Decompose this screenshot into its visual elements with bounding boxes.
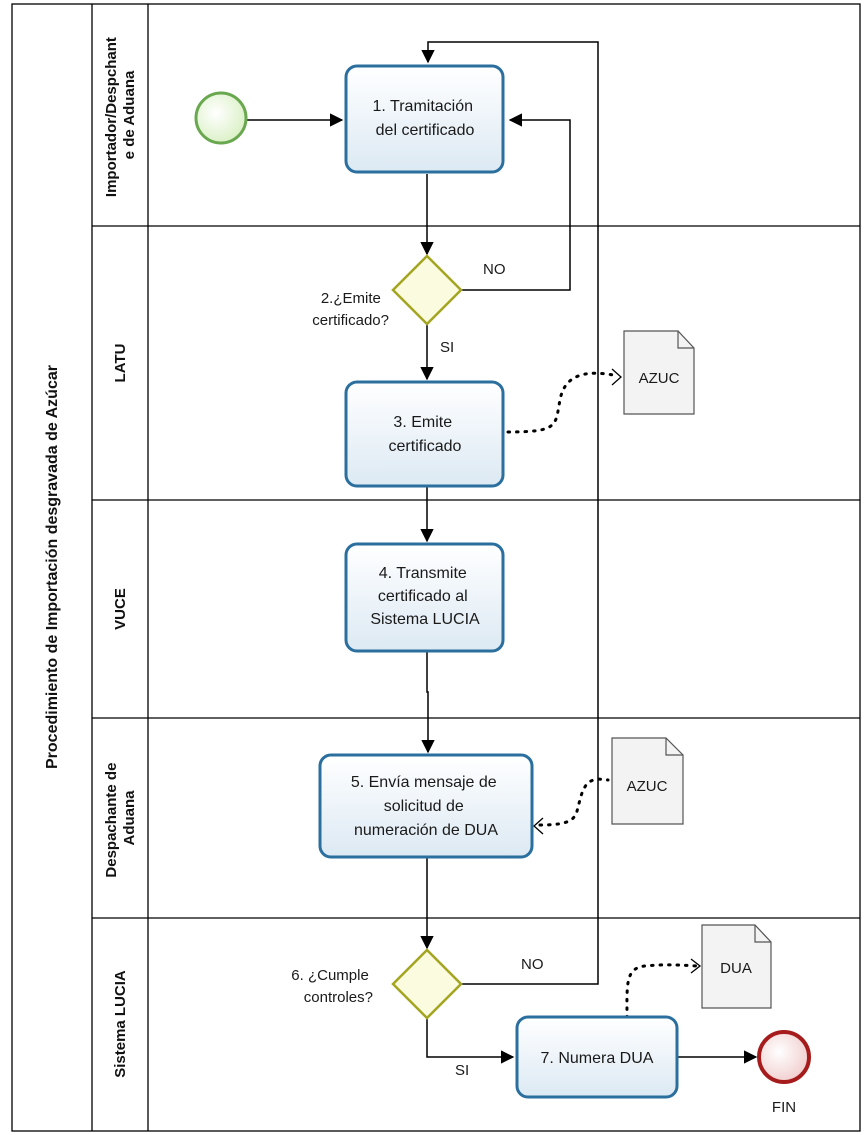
end-event [757, 1030, 811, 1084]
task-7-line-1: 7. Numera DUA [541, 1050, 654, 1067]
task-5-line-3: numeración de DUA [354, 822, 498, 839]
task-4-line-2: certificado al [378, 588, 468, 605]
document-azuc-1-label: AZUC [639, 370, 680, 387]
gateway-2-line-2: certificado? [312, 312, 389, 329]
edge-label-g2-no: NO [483, 261, 506, 278]
end-event-label: FIN [772, 1099, 796, 1116]
flows [246, 41, 758, 1064]
gateway-6-line-1: 6. ¿Cumple [291, 967, 369, 984]
association-arrowhead-dua [690, 958, 702, 974]
lane-label-despachante: Despachante de Aduana [103, 758, 138, 877]
task-3: 3. Emite certificado [344, 380, 505, 488]
task-1-line-2: del certificado [376, 122, 475, 139]
gateway-6: 6. ¿Cumple controles? [291, 948, 463, 1020]
edge-label-g6-no: NO [521, 956, 544, 973]
svg-text:2.¿Emite certificado?: 2.¿Emite certificado? [312, 290, 389, 329]
flow-gateway2-no-to-task1 [461, 113, 571, 291]
task-3-line-1: 3. Emite [393, 414, 452, 431]
task-1: 1. Tramitación del certificado [344, 64, 505, 174]
lane-label-vuce: VUCE [112, 588, 129, 630]
flow-gateway6-no-to-task1 [421, 41, 599, 985]
task-7: 7. Numera DUA [515, 1015, 679, 1099]
svg-text:4. Transmite certificado: 4. Transmite certificado al Sistema LUCI… [370, 565, 480, 628]
edge-label-g6-si: SI [455, 1062, 469, 1079]
task-5: 5. Envía mensaje de solicitud de numerac… [318, 753, 534, 859]
document-azuc-2-label: AZUC [627, 778, 668, 795]
gateway-2: 2.¿Emite certificado? [312, 254, 463, 329]
svg-text:5. Envía mensaje de soli: 5. Envía mensaje de solicitud de numerac… [351, 774, 501, 839]
task-3-line-2: certificado [389, 438, 462, 455]
edge-label-g2-si: SI [440, 339, 454, 356]
task-4: 4. Transmite certificado al Sistema LUCI… [344, 542, 505, 653]
lane-label-lucia: Sistema LUCIA [112, 970, 129, 1078]
document-dua: DUA [701, 924, 772, 1009]
association-task7-to-dua-doc [625, 963, 699, 1020]
task-5-line-1: 5. Envía mensaje de [351, 774, 497, 791]
flow-task4-to-task5 [421, 652, 435, 754]
document-azuc-2: AZUC [611, 737, 684, 825]
pool-title: Procedimiento de Importación desgravada … [44, 365, 61, 769]
task-4-line-3: Sistema LUCIA [370, 611, 480, 628]
svg-text:6. ¿Cumple controles?: 6. ¿Cumple controles? [291, 967, 373, 1006]
lane-label-importador: Importador/Despchant e de Aduana [103, 33, 138, 197]
task-5-line-2: solicitud de [384, 798, 464, 815]
lane-label-latu: LATU [112, 344, 129, 383]
task-1-line-1: 1. Tramitación [373, 98, 473, 115]
task-4-line-1: 4. Transmite [379, 565, 467, 582]
start-event [194, 91, 248, 145]
document-azuc-1: AZUC [623, 330, 695, 415]
svg-text:7. Numera DUA: 7. Numera DUA [541, 1050, 654, 1067]
association-arrowhead-azuc-1 [611, 368, 622, 386]
svg-text:3. Emite certificado: 3. Emite certificado [389, 414, 462, 455]
document-dua-label: DUA [720, 960, 752, 977]
pool: Procedimiento de Importación desgravada … [11, 3, 861, 1132]
association-task3-to-azuc-doc [506, 371, 620, 434]
associations [506, 371, 699, 1020]
gateway-6-line-2: controles? [304, 989, 373, 1006]
svg-text:1. Tramitación del certi: 1. Tramitación del certificado [373, 98, 478, 139]
gateway-2-line-1: 2.¿Emite [321, 290, 381, 307]
flow-gateway6-si-to-task7 [426, 1018, 515, 1064]
association-arrowheads [533, 368, 702, 974]
association-arrowhead-task5 [533, 817, 544, 835]
